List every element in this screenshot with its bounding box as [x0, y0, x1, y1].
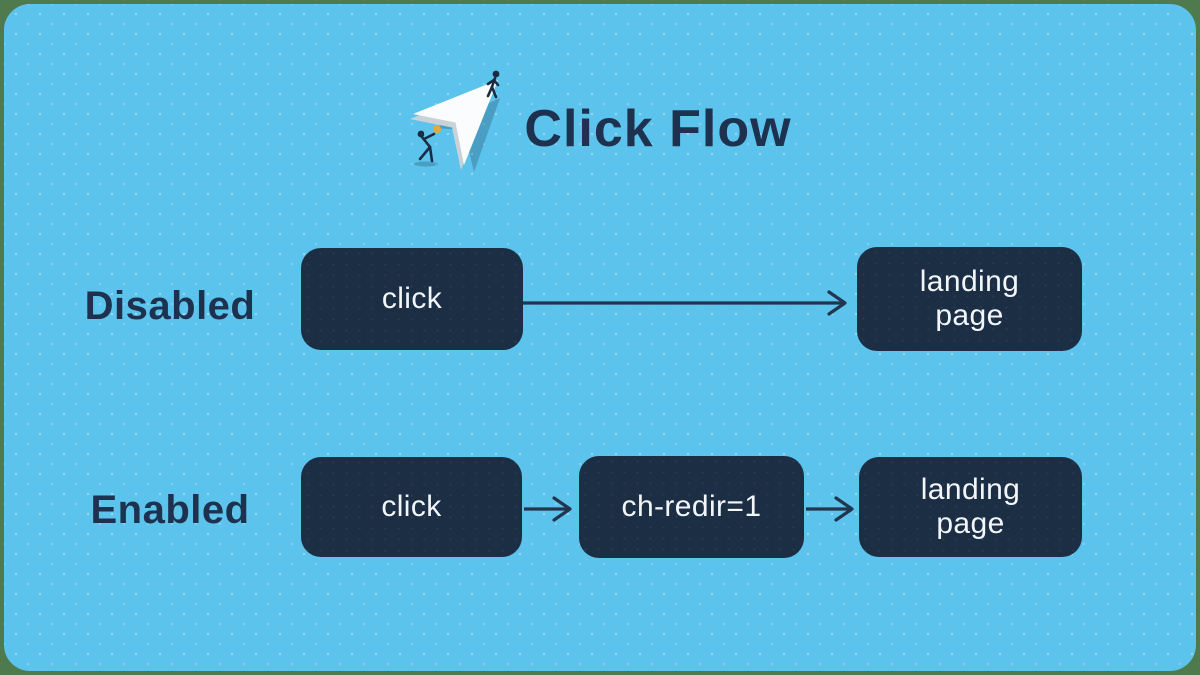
- flow-label-enabled: Enabled: [90, 488, 250, 532]
- node-label: landing page: [920, 473, 1021, 540]
- node-click-enabled: click: [301, 457, 522, 557]
- flow-arrow-icon: [522, 494, 579, 529]
- node-label: click: [381, 282, 443, 315]
- header: Click Flow: [4, 68, 1196, 174]
- node-landing-page-disabled: landing page: [857, 247, 1082, 351]
- orange-ball-icon: [433, 125, 442, 133]
- climbing-person-figure: [487, 70, 500, 99]
- cursor-arrow-illustration-icon: [410, 70, 501, 172]
- background-panel: Click Flow Disabled click landing page E…: [4, 4, 1196, 671]
- node-landing-page-enabled: landing page: [859, 457, 1082, 557]
- node-label: landing page: [919, 265, 1020, 332]
- flow-arrow-icon: [804, 494, 861, 529]
- flow-arrow-icon: [521, 288, 857, 323]
- cursor-top-face: [413, 80, 499, 165]
- node-ch-redir: ch-redir=1: [579, 456, 804, 558]
- flow-label-disabled: Disabled: [84, 284, 256, 328]
- node-click-disabled: click: [301, 248, 523, 350]
- node-label: click: [381, 490, 442, 523]
- page-title: Click Flow: [524, 100, 792, 158]
- node-label: ch-redir=1: [621, 490, 762, 523]
- pushing-person-figure: [414, 130, 439, 167]
